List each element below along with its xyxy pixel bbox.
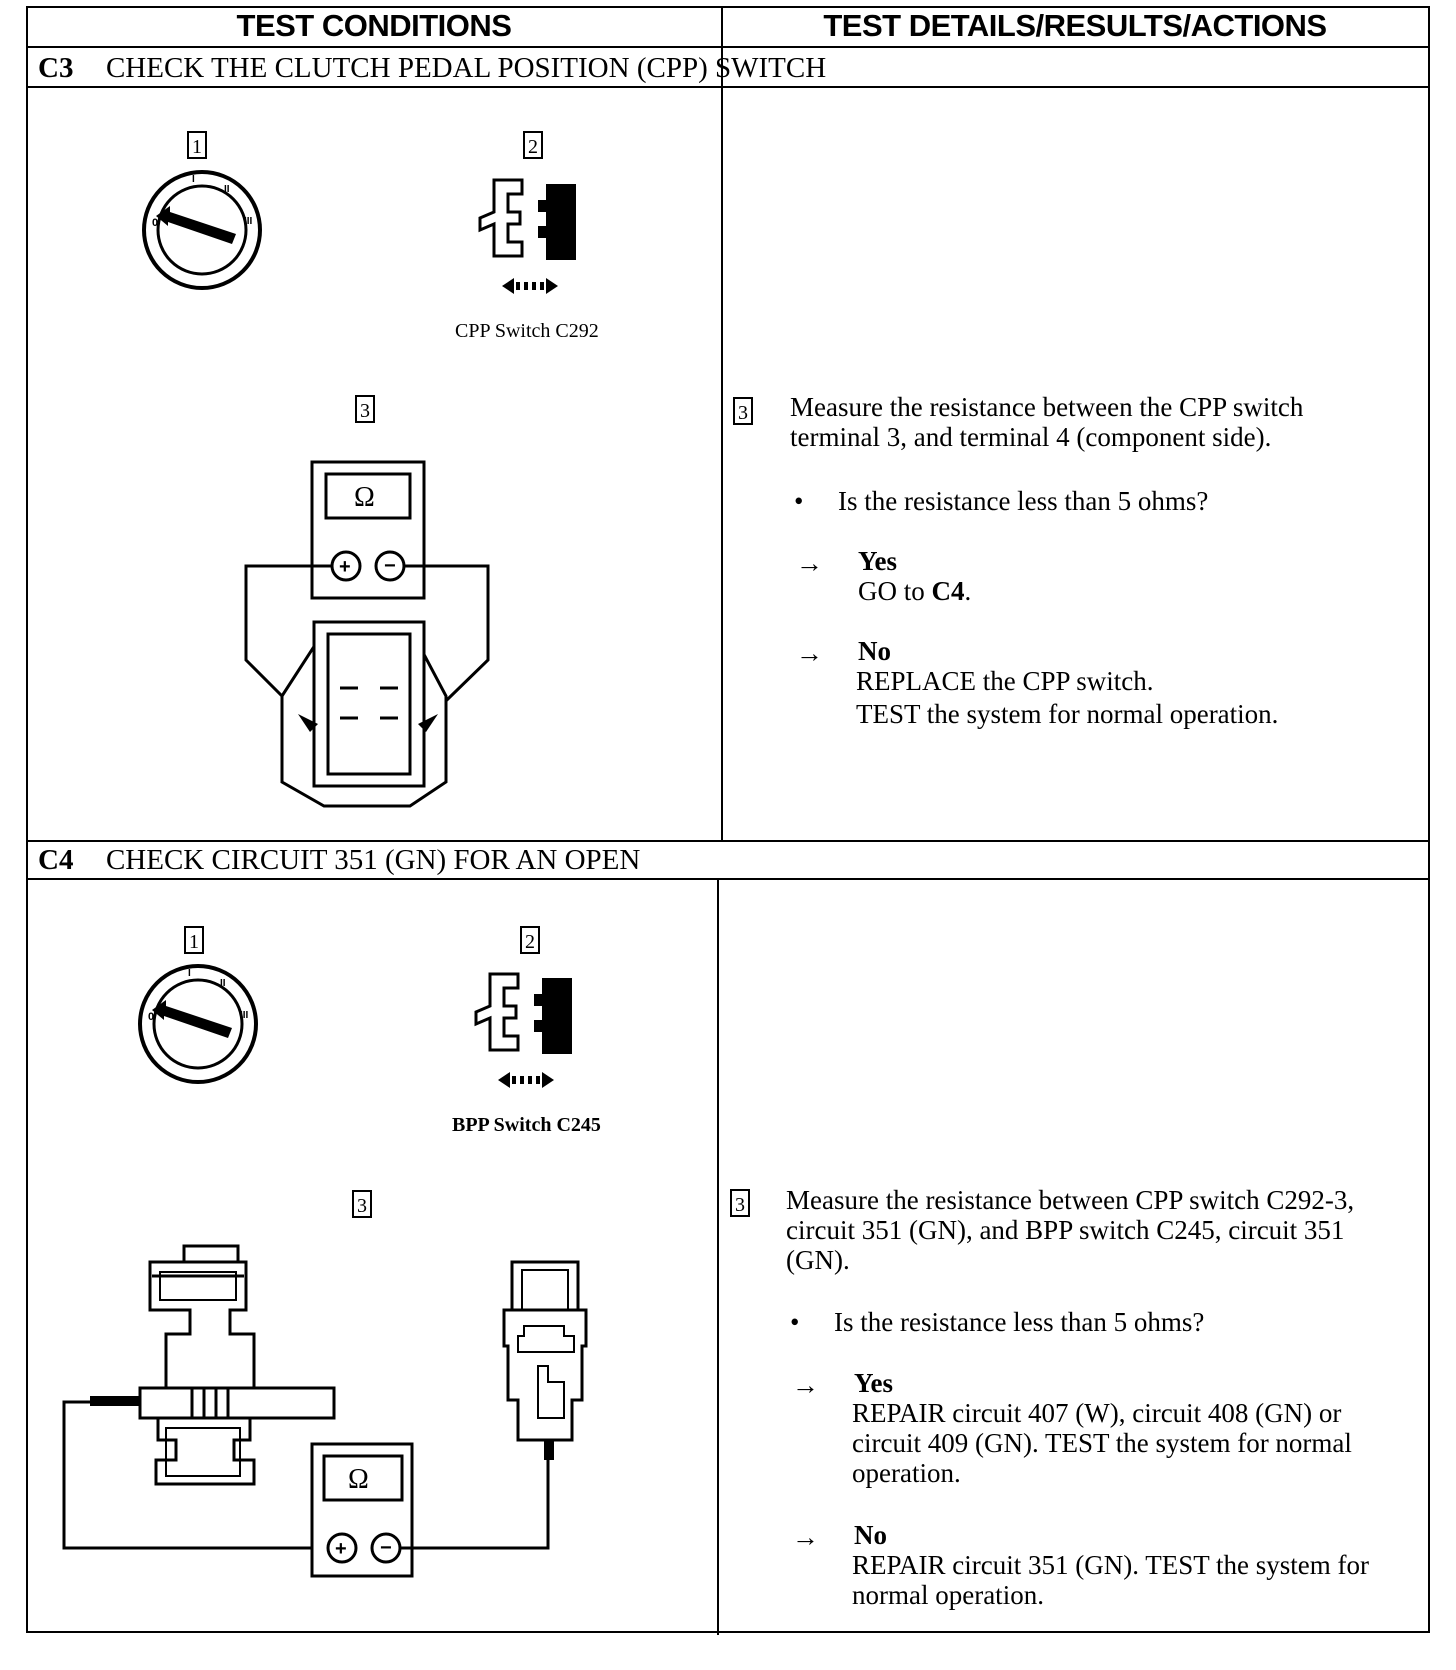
c3-bottom-divider <box>28 840 1428 842</box>
svg-text:I: I <box>188 968 191 979</box>
c4-yes-label: Yes <box>854 1368 893 1398</box>
c3-no-action-1: REPLACE the CPP switch. <box>856 666 1154 696</box>
c4-ignition-key-icon: 0 I II III <box>138 964 258 1084</box>
c4-no-action: REPAIR circuit 351 (GN). TEST the system… <box>852 1550 1369 1610</box>
svg-text:−: − <box>380 1537 392 1559</box>
c3-question: Is the resistance less than 5 ohms? <box>838 486 1209 516</box>
c3-title: CHECK THE CLUTCH PEDAL POSITION (CPP) SW… <box>105 52 827 84</box>
svg-text:III: III <box>240 1010 249 1021</box>
c4-section-title: C4 CHECK CIRCUIT 351 (GN) FOR AN OPEN <box>38 844 640 877</box>
svg-text:0: 0 <box>148 1011 154 1023</box>
c3-section-title: C3 CHECK THE CLUTCH PEDAL POSITION (CPP)… <box>38 52 826 85</box>
c3-no-action-2: TEST the system for normal operation. <box>856 699 1279 729</box>
c3-title-divider <box>28 86 1428 88</box>
column-divider-bottom <box>717 878 719 1635</box>
c3-no-arrow: → <box>796 638 823 668</box>
c3-connector-caption: CPP Switch C292 <box>455 320 599 342</box>
c4-title: CHECK CIRCUIT 351 (GN) FOR AN OPEN <box>105 844 641 876</box>
c3-instruction: Measure the resistance between the CPP s… <box>790 392 1304 452</box>
c3-step1-marker: 1 <box>187 131 207 159</box>
svg-text:0: 0 <box>152 217 158 229</box>
diagnostic-table <box>26 6 1430 1635</box>
header-test-details: TEST DETAILS/RESULTS/ACTIONS <box>823 8 1327 43</box>
svg-text:II: II <box>220 978 226 989</box>
header-divider <box>28 46 1428 48</box>
c3-yes-label: Yes <box>858 546 897 576</box>
c4-code: C4 <box>38 844 74 876</box>
svg-text:I: I <box>192 174 195 185</box>
c3-ohmmeter-diagram: Ω + − <box>244 460 490 808</box>
svg-text:+: + <box>339 556 351 578</box>
c4-step3-marker: 3 <box>352 1190 372 1218</box>
c4-yes-action: REPAIR circuit 407 (W), circuit 408 (GN)… <box>852 1398 1352 1488</box>
svg-text:−: − <box>384 555 396 577</box>
c4-connector-disconnect-icon <box>474 972 572 1088</box>
svg-text:+: + <box>335 1538 347 1560</box>
c3-detail-step-marker: 3 <box>733 397 753 425</box>
c3-code: C3 <box>38 52 74 84</box>
c3-yes-action-pre: GO to <box>858 576 932 606</box>
c4-no-label: No <box>854 1520 887 1550</box>
column-divider-top <box>721 8 723 840</box>
c4-step2-marker: 2 <box>520 926 540 954</box>
c4-connector-caption: BPP Switch C245 <box>452 1114 601 1136</box>
c3-step3-marker: 3 <box>355 395 375 423</box>
c4-question: Is the resistance less than 5 ohms? <box>834 1307 1205 1337</box>
svg-text:Ω: Ω <box>348 1464 369 1495</box>
c4-step1-marker: 1 <box>184 926 204 954</box>
c4-instruction: Measure the resistance between CPP switc… <box>786 1185 1355 1275</box>
c3-yes-action: GO to C4. <box>858 576 971 606</box>
c4-title-divider <box>28 878 1428 880</box>
c3-connector-disconnect-icon <box>478 178 576 294</box>
c4-no-arrow: → <box>792 1522 819 1552</box>
c3-bullet: • <box>794 486 804 516</box>
c3-yes-action-post: . <box>964 576 972 606</box>
c3-yes-arrow: → <box>796 548 823 578</box>
c4-detail-step-marker: 3 <box>730 1189 750 1217</box>
c4-yes-arrow: → <box>792 1370 819 1400</box>
c4-circuit-diagram: Ω + − <box>62 1244 588 1578</box>
svg-text:III: III <box>244 216 253 227</box>
c3-ignition-key-icon: 0 I II III <box>142 170 262 290</box>
header-test-conditions: TEST CONDITIONS <box>236 8 512 43</box>
c4-bullet: • <box>790 1307 800 1337</box>
c3-step2-marker: 2 <box>523 131 543 159</box>
svg-text:Ω: Ω <box>354 482 375 513</box>
svg-text:II: II <box>224 184 230 195</box>
c3-no-label: No <box>858 636 891 666</box>
c3-yes-action-ref: C4 <box>931 576 965 606</box>
